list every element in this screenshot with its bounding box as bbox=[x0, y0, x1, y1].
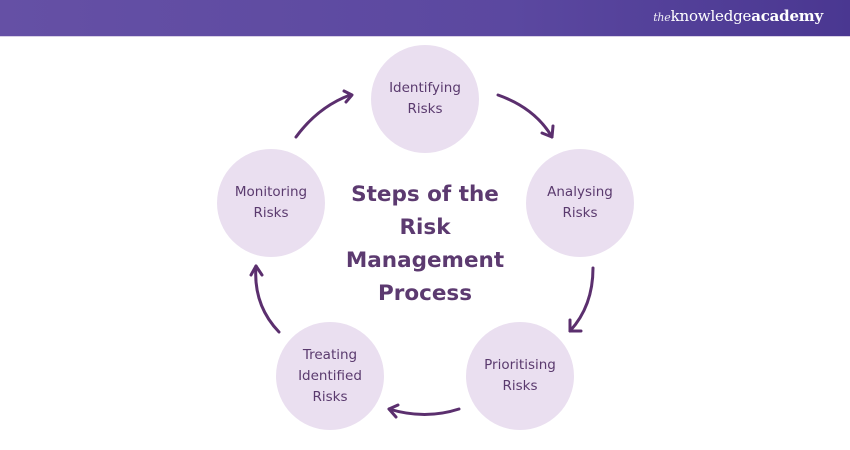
step-prioritising-risks: Prioritising Risks bbox=[466, 322, 574, 430]
brand-prefix: the bbox=[653, 11, 671, 24]
arrow-analysing-to-prioritising bbox=[568, 266, 595, 333]
diagram-title: Steps of the Risk Management Process bbox=[345, 182, 505, 306]
arrow-head-icon bbox=[249, 264, 264, 277]
arrow-head-icon bbox=[568, 318, 583, 333]
arrow-head-icon bbox=[342, 89, 354, 104]
step-label: Identifying Risks bbox=[389, 80, 461, 117]
brand-suffix: academy bbox=[751, 7, 823, 25]
arrow-shaft bbox=[387, 407, 461, 416]
arrow-shaft bbox=[496, 93, 554, 139]
arrow-shaft bbox=[254, 264, 281, 334]
step-treating-identified-risks: Treating Identified Risks bbox=[276, 322, 384, 430]
step-monitoring-risks: Monitoring Risks bbox=[217, 149, 325, 257]
step-label: Analysing Risks bbox=[547, 184, 613, 221]
step-identifying-risks: Identifying Risks bbox=[371, 45, 479, 153]
step-label: Prioritising Risks bbox=[484, 357, 556, 394]
arrow-shaft bbox=[568, 266, 595, 333]
arrow-monitoring-to-identifying bbox=[294, 89, 354, 139]
step-label: Treating Identified Risks bbox=[298, 346, 362, 405]
brand-logo[interactable]: theknowledgeacademy bbox=[653, 7, 823, 25]
brand-main: knowledge bbox=[670, 7, 752, 25]
arrow-head-icon bbox=[387, 403, 400, 419]
arrow-identifying-to-analysing bbox=[496, 93, 555, 139]
arrow-head-icon bbox=[540, 124, 555, 139]
header-bar: theknowledgeacademy bbox=[0, 0, 850, 37]
step-label: Monitoring Risks bbox=[234, 184, 308, 221]
arrow-prioritising-to-treating bbox=[387, 403, 461, 419]
arrow-treating-to-monitoring bbox=[249, 264, 281, 334]
arrow-shaft bbox=[294, 93, 352, 139]
step-analysing-risks: Analysing Risks bbox=[526, 149, 634, 257]
